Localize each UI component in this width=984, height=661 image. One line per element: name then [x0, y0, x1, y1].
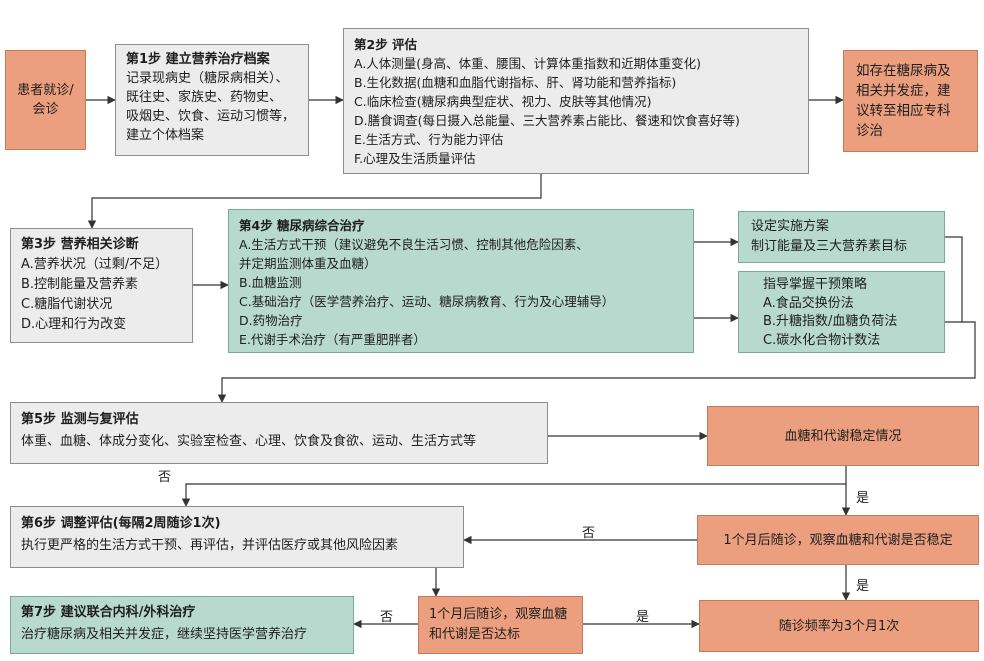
step1-title: 第1步 建立营养治疗档案 — [126, 52, 270, 67]
step5-line-1: 体重、血糖、体成分变化、实验室检查、心理、饮食及食欲、运动、生活方式等 — [21, 434, 477, 449]
strategy-line-c: C.碳水化合物计数法 — [763, 332, 881, 348]
step1-line-3: 吸烟史、饮食、运动习惯等， — [126, 109, 296, 124]
step2-line-c: C.临床检查(糖尿病典型症状、视力、皮肤等其他情况) — [354, 94, 652, 109]
step5-box: 第5步 监测与复评估 体重、血糖、体成分变化、实验室检查、心理、饮食及食欲、运动… — [10, 402, 548, 464]
connector-plan-strategy — [945, 236, 963, 323]
followup-frequency-text: 随诊频率为3个月1次 — [778, 618, 900, 634]
referral-line-1: 如存在糖尿病及 — [856, 63, 951, 79]
patient-visit-box: 患者就诊/会诊 — [5, 50, 86, 150]
followup-stability-text: 1个月后随诊，观察血糖和代谢是否稳定 — [723, 532, 953, 548]
stable-check-text: 血糖和代谢稳定情况 — [784, 428, 902, 444]
referral-box: 如存在糖尿病及 相关并发症，建 议转至相应专科 诊治 — [843, 50, 978, 152]
arrow-stable-no-step6 — [181, 466, 847, 507]
step3-title: 第3步 营养相关诊断 — [21, 237, 139, 252]
step4-line-b: B.血糖监测 — [239, 275, 302, 290]
followup-frequency-box: 随诊频率为3个月1次 — [699, 600, 979, 652]
step3-line-a: A.营养状况（过剩/不足） — [21, 257, 169, 272]
step2-box: 第2步 评估 A.人体测量(身高、体重、腰围、计算体重指数和近期体重变化) B.… — [343, 28, 809, 174]
arrow-to-step5 — [217, 321, 976, 403]
step4-box: 第4步 糖尿病综合治疗 A.生活方式干预（建议避免不良生活习惯、控制其他危险因素… — [228, 209, 694, 353]
followup-target-line-2: 和代谢是否达标 — [429, 627, 521, 642]
step2-line-e: E.生活方式、行为能力评估 — [354, 132, 504, 147]
step4-line-e: E.代谢手术治疗（有严重肥胖者） — [239, 332, 426, 347]
edge-label-yes-mid: 是 — [856, 579, 870, 594]
arrow-step2-step3 — [87, 174, 542, 229]
strategy-line-1: 指导掌握干预策略 — [763, 277, 868, 292]
edge-label-no-mid: 否 — [582, 526, 596, 541]
plan-line-2: 制订能量及三大营养素目标 — [751, 239, 908, 254]
patient-visit-text: 患者就诊/会诊 — [17, 83, 74, 117]
step4-line-d: D.药物治疗 — [239, 313, 303, 328]
referral-line-3: 议转至相应专科 — [856, 103, 951, 119]
step4-line-c: C.基础治疗（医学营养治疗、运动、糖尿病教育、行为及心理辅导） — [239, 294, 615, 309]
followup-stability-box: 1个月后随诊，观察血糖和代谢是否稳定 — [697, 515, 979, 565]
step3-line-c: C.糖脂代谢状况 — [21, 297, 113, 312]
followup-target-line-1: 1个月后随诊，观察血糖 — [429, 607, 568, 622]
step2-line-b: B.生化数据(血糖和血脂代谢指标、肝、肾功能和营养指标) — [354, 75, 677, 90]
step3-line-d: D.心理和行为改变 — [21, 317, 127, 332]
edge-label-yes-bottom: 是 — [636, 610, 650, 625]
step1-line-1: 记录现病史（糖尿病相关）、 — [126, 71, 289, 86]
edge-label-yes-top: 是 — [856, 491, 870, 506]
strategy-line-a: A.食品交换份法 — [763, 295, 854, 311]
step2-title: 第2步 评估 — [354, 37, 418, 52]
step7-line-1: 治疗糖尿病及相关并发症，继续坚持医学营养治疗 — [21, 627, 308, 642]
followup-target-box: 1个月后随诊，观察血糖 和代谢是否达标 — [418, 596, 583, 654]
step7-title: 第7步 建议联合内科/外科治疗 — [21, 605, 196, 620]
step3-line-b: B.控制能量及营养素 — [21, 277, 139, 292]
plan-line-1: 设定实施方案 — [751, 219, 830, 234]
step7-box: 第7步 建议联合内科/外科治疗 治疗糖尿病及相关并发症，继续坚持医学营养治疗 — [10, 596, 354, 654]
edge-label-no-bottom: 否 — [380, 610, 394, 625]
step2-line-d: D.膳食调查(每日摄入总能量、三大营养素占能比、餐速和饮食喜好等) — [354, 113, 740, 128]
stable-check-box: 血糖和代谢稳定情况 — [707, 406, 979, 466]
step4-line-a2: 并定期监测体重及血糖） — [239, 256, 377, 271]
step1-box: 第1步 建立营养治疗档案 记录现病史（糖尿病相关）、 既往史、家族史、药物史、 … — [115, 44, 309, 156]
step2-line-f: F.心理及生活质量评估 — [354, 151, 476, 166]
edge-label-no-top: 否 — [158, 470, 172, 485]
step3-box: 第3步 营养相关诊断 A.营养状况（过剩/不足） B.控制能量及营养素 C.糖脂… — [10, 228, 193, 343]
step1-line-4: 建立个体档案 — [126, 128, 205, 143]
referral-line-2: 相关并发症，建 — [856, 83, 951, 99]
step2-line-a: A.人体测量(身高、体重、腰围、计算体重指数和近期体重变化) — [354, 56, 702, 71]
plan-box: 设定实施方案 制订能量及三大营养素目标 — [738, 211, 945, 263]
strategy-box: 指导掌握干预策略 A.食品交换份法 B.升糖指数/血糖负荷法 C.碳水化合物计数… — [738, 271, 945, 353]
step6-title: 第6步 调整评估(每隔2周随诊1次) — [21, 516, 221, 531]
referral-line-4: 诊治 — [856, 123, 883, 139]
strategy-line-b: B.升糖指数/血糖负荷法 — [763, 314, 898, 329]
step1-line-2: 既往史、家族史、药物史、 — [126, 90, 283, 105]
step4-title: 第4步 糖尿病综合治疗 — [239, 218, 365, 233]
step4-line-a1: A.生活方式干预（建议避免不良生活习惯、控制其他危险因素、 — [239, 237, 589, 252]
step6-line-1: 执行更严格的生活方式干预、再评估，并评估医疗或其他风险因素 — [21, 538, 399, 553]
step5-title: 第5步 监测与复评估 — [21, 412, 139, 427]
step6-box: 第6步 调整评估(每隔2周随诊1次) 执行更严格的生活方式干预、再评估，并评估医… — [10, 506, 464, 568]
